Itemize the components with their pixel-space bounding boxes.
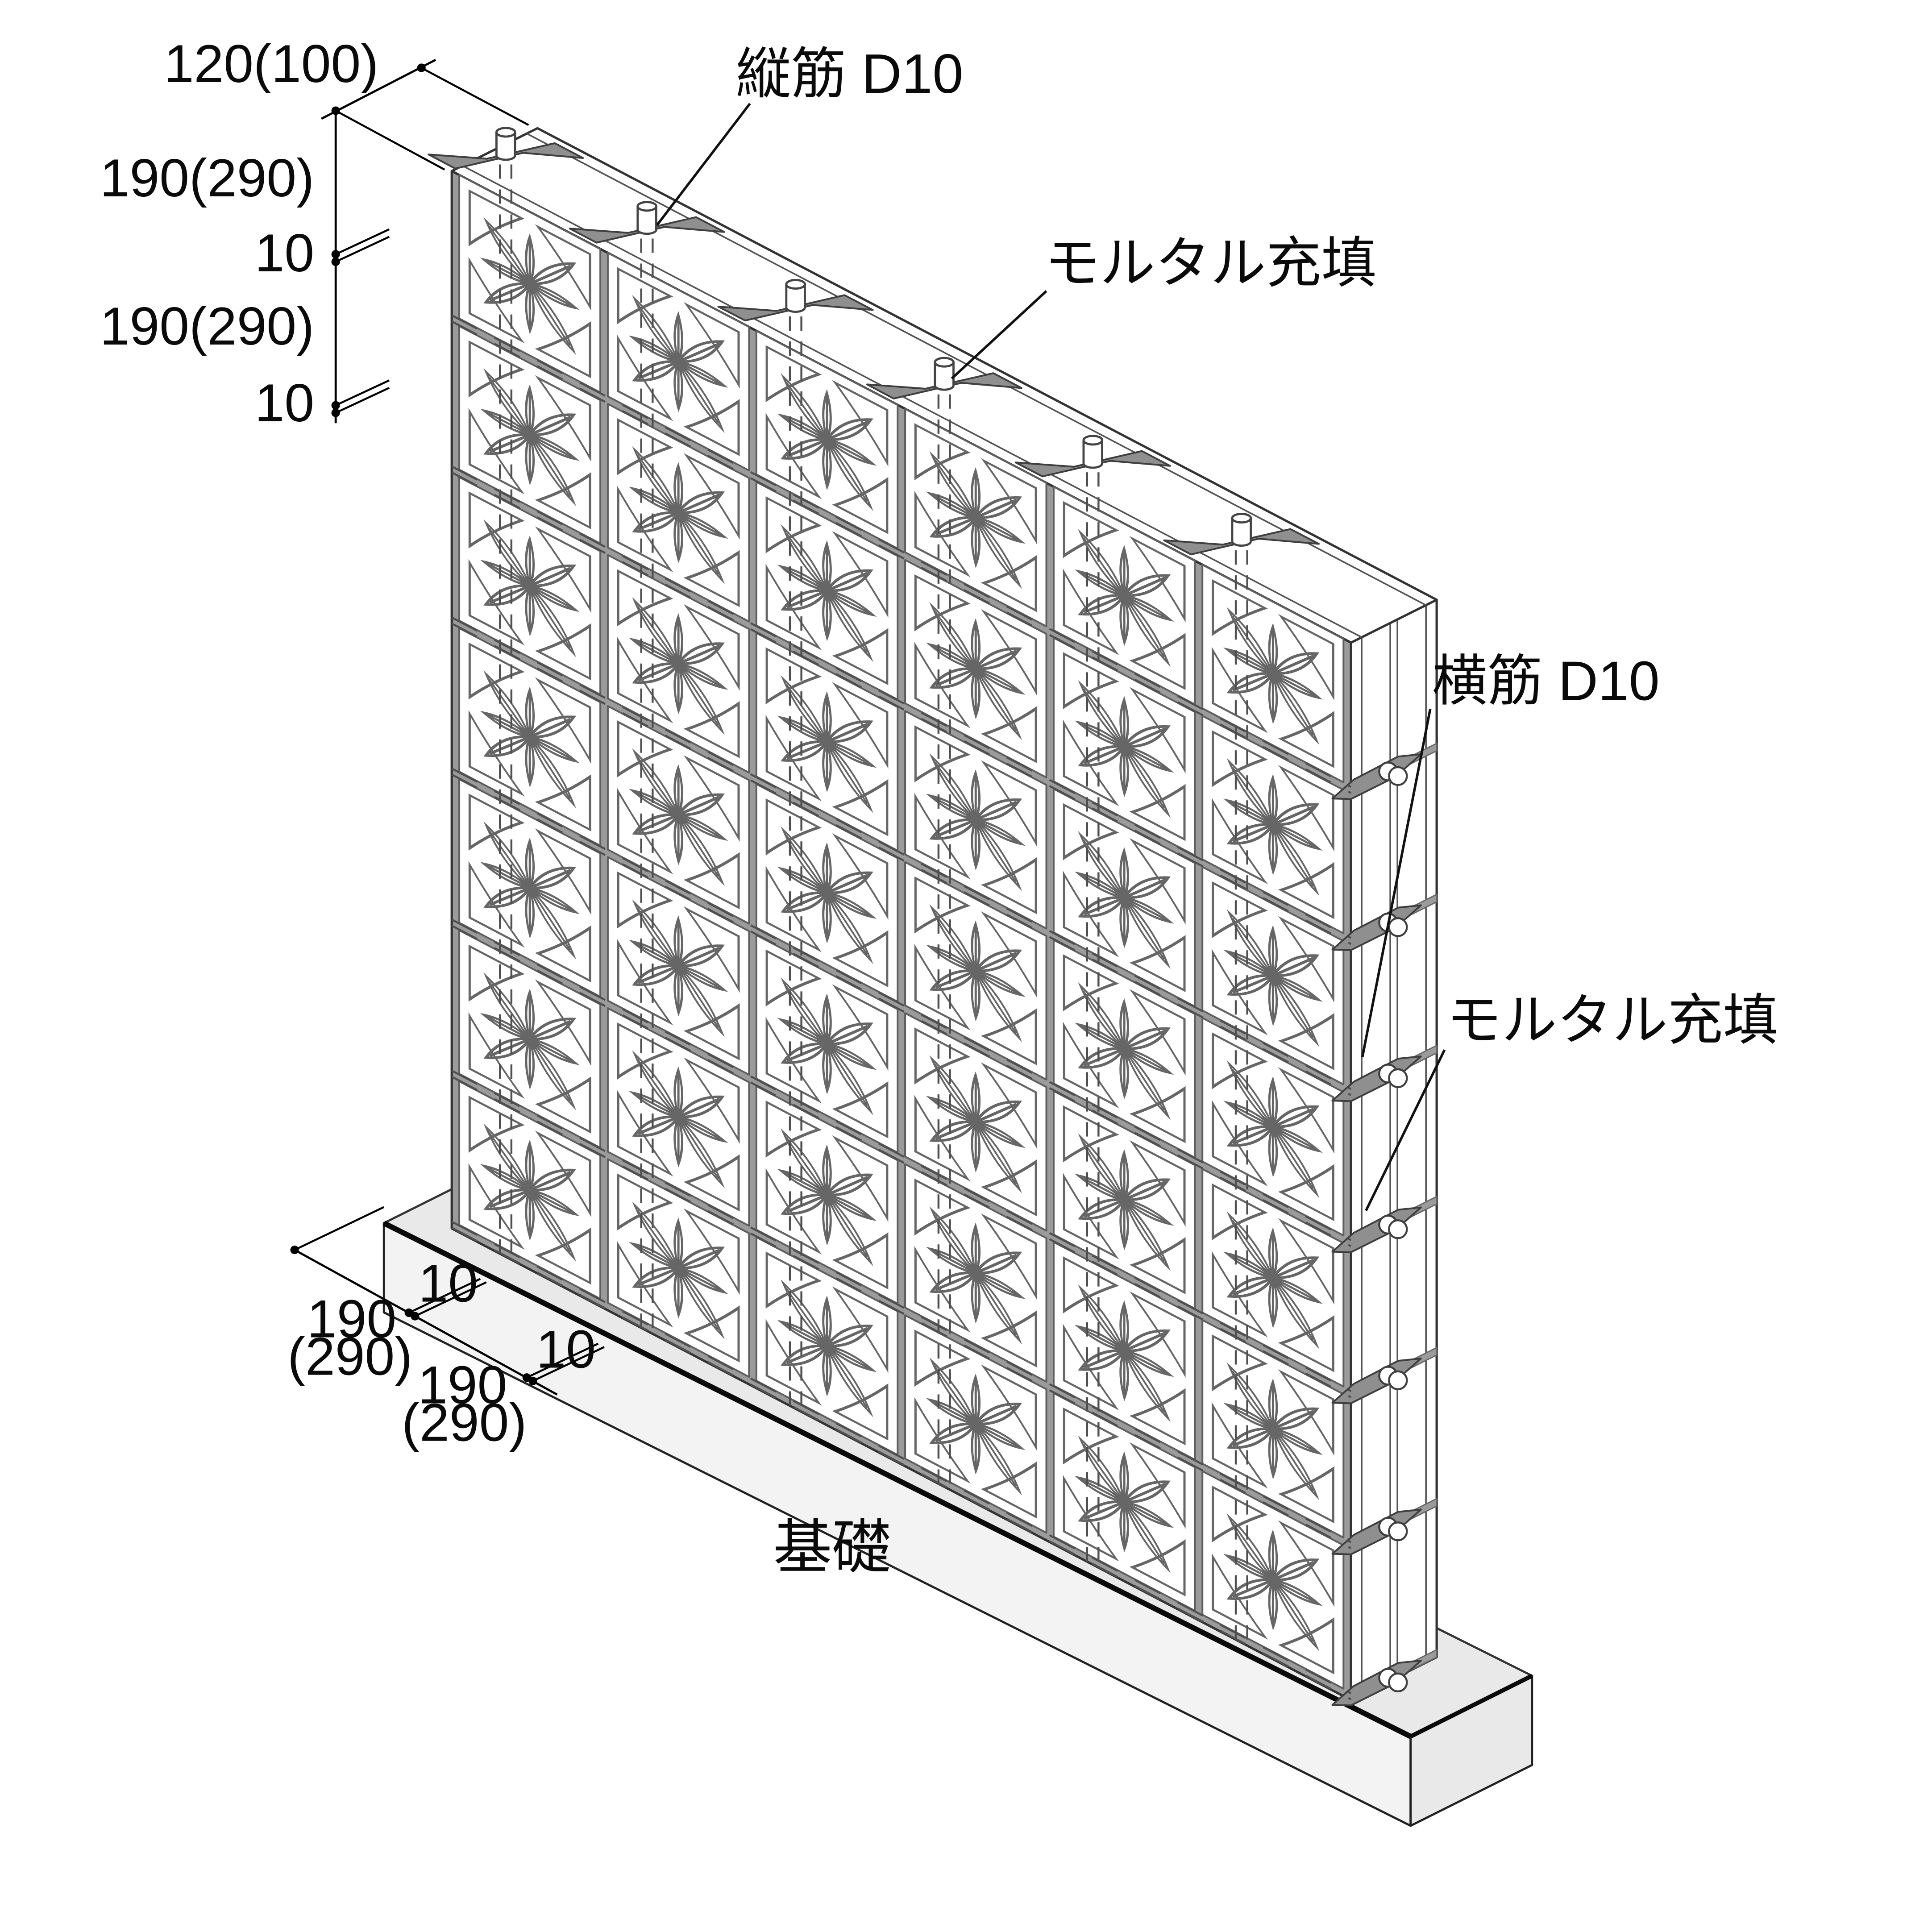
thickness-extension-line xyxy=(421,67,529,126)
bottom-extension-line xyxy=(294,1206,385,1251)
foundation-top-front-edge xyxy=(382,1221,1412,1739)
horizontal-rebar-hidden-line xyxy=(451,1221,1352,1695)
horizontal-rebar-hidden-line xyxy=(451,616,1352,1090)
leader-horizontal-rebar xyxy=(1361,708,1432,1058)
joint-tick-line xyxy=(408,1278,481,1314)
horizontal-rebar-end xyxy=(1388,1521,1408,1541)
dim-left-10a: 10 xyxy=(255,223,315,283)
dimension-dot xyxy=(331,250,340,259)
annotation-texts: 縦筋 D10 モルタル充填 横筋 D10 モルタル充填 基礎 120(100) … xyxy=(100,34,1778,1580)
label-vertical-rebar: 縦筋 D10 xyxy=(735,43,963,105)
leader-vertical-rebar xyxy=(656,103,751,226)
horizontal-rebar-end xyxy=(1388,917,1408,937)
dim-thickness: 120(100) xyxy=(164,34,378,94)
mortar-fill-and-rebar-fittings xyxy=(428,127,1422,1707)
dim-bottom-190b: 190 xyxy=(418,1355,507,1415)
joint-tick-line xyxy=(414,1281,487,1317)
leader-lines xyxy=(656,103,1446,1211)
top-face-shell-line xyxy=(526,133,1426,606)
vertical-rebar-dowel-top xyxy=(1231,513,1252,524)
joint-tick-line xyxy=(335,236,390,263)
vertical-rebar-dowel-top xyxy=(636,201,657,212)
vertical-rebar-dowel-top xyxy=(495,127,516,138)
thickness-extension-line xyxy=(335,110,445,171)
horizontal-rebar-end xyxy=(1388,1672,1408,1692)
dim-bottom-190a-sub: (290) xyxy=(287,1327,412,1387)
label-mortar-fill-right: モルタル充填 xyxy=(1446,990,1778,1051)
mortar-pocket xyxy=(1331,904,1422,951)
joint-tick-line xyxy=(532,1346,605,1382)
dim-left-190a: 190(290) xyxy=(100,148,314,208)
dim-left-190b: 190(290) xyxy=(100,296,314,356)
horizontal-rebar-hidden-line xyxy=(451,1076,1352,1550)
horizontal-rebar-hidden-line xyxy=(451,1227,1352,1700)
label-horizontal-rebar: 横筋 D10 xyxy=(1432,650,1660,712)
bottom-chain-line xyxy=(294,1249,558,1396)
horizontal-rebar-end xyxy=(1388,766,1408,786)
hidden-rebar-dashed-lines xyxy=(451,164,1352,1700)
vertical-rebar-dowel-top xyxy=(1082,435,1103,446)
dimension-dot xyxy=(331,257,340,266)
horizontal-rebar-hidden-line xyxy=(451,773,1352,1247)
dim-left-10b: 10 xyxy=(255,373,315,433)
label-mortar-fill-top: モルタル充填 xyxy=(1045,233,1377,294)
horizontal-rebar-hidden-line xyxy=(451,1070,1352,1543)
mortar-pocket xyxy=(1331,1055,1422,1102)
dimension-dot xyxy=(331,401,340,410)
horizontal-rebar-hidden-line xyxy=(451,320,1352,794)
dimension-dot xyxy=(417,63,426,72)
dim-bottom-10b: 10 xyxy=(536,1320,596,1379)
joint-tick-line xyxy=(526,1342,599,1379)
horizontal-rebar-hidden-line xyxy=(451,465,1352,939)
dim-bottom-10a: 10 xyxy=(418,1254,478,1313)
horizontal-rebar-end xyxy=(1388,1219,1408,1239)
dim-bottom-190a: 190 xyxy=(307,1289,396,1349)
joint-tick-line xyxy=(335,228,390,255)
mortar-pocket xyxy=(1331,1659,1422,1707)
horizontal-rebar-hidden-line xyxy=(451,471,1352,945)
top-face-shell-line xyxy=(462,165,1362,638)
mortar-pocket xyxy=(1331,1206,1422,1253)
vertical-rebar-dowel-top xyxy=(934,357,955,368)
thickness-dim-line xyxy=(321,58,436,120)
joint-tick-line xyxy=(335,387,390,414)
leader-mortar-fill-top xyxy=(951,290,1047,380)
horizontal-rebar-hidden-line xyxy=(451,623,1352,1096)
mortar-pocket xyxy=(1331,1508,1422,1555)
dimension-dot xyxy=(331,408,340,417)
vertical-rebar-dowel-top xyxy=(785,278,806,290)
label-foundation: 基礎 xyxy=(773,1514,891,1580)
leader-mortar-fill-right xyxy=(1365,1049,1446,1211)
horizontal-rebar-end xyxy=(1388,1068,1408,1089)
dim-bottom-190b-sub: (290) xyxy=(402,1393,527,1453)
horizontal-rebar-hidden-line xyxy=(451,314,1352,788)
foundation-top-right-edge xyxy=(1409,1674,1533,1739)
horizontal-rebar-hidden-line xyxy=(451,925,1352,1398)
joint-tick-line xyxy=(335,379,390,407)
horizontal-rebar-hidden-line xyxy=(451,768,1352,1241)
mortar-pocket xyxy=(1331,1357,1422,1404)
dimension-chains xyxy=(290,58,605,1396)
horizontal-rebar-end xyxy=(1388,1370,1408,1391)
horizontal-rebar-hidden-line xyxy=(451,918,1352,1392)
